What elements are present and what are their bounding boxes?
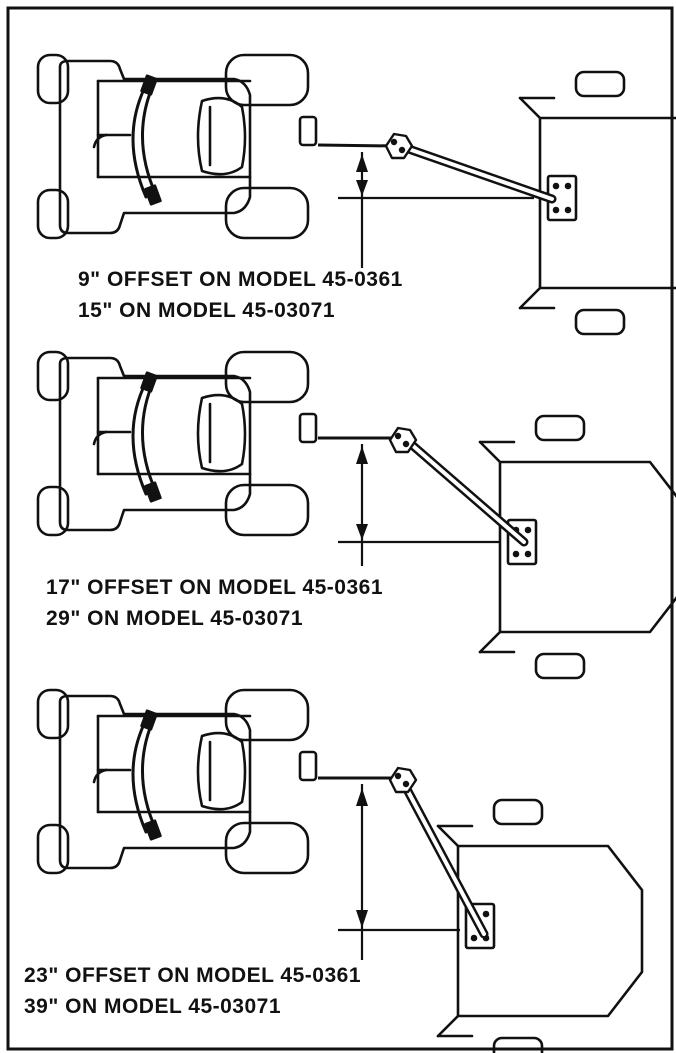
diagram-17in-offset (36, 350, 676, 680)
hitch-drawbar (317, 143, 397, 148)
caption-offset-line: 23" OFFSET ON MODEL 45-0361 (24, 964, 362, 987)
caption-model-line: 15" ON MODEL 45-03071 (78, 299, 336, 322)
trailer-drawing (518, 70, 676, 336)
tractor-drawing (36, 688, 318, 875)
caption-model-line: 29" ON MODEL 45-03071 (46, 607, 304, 630)
tractor-drawing (36, 350, 318, 537)
diagram-23in-offset (36, 688, 644, 1053)
caption-model-line: 39" ON MODEL 45-03071 (24, 995, 282, 1018)
tractor-drawing (36, 53, 318, 240)
trailer-drawing (478, 414, 676, 680)
caption-offset-line: 9" OFFSET ON MODEL 45-0361 (78, 268, 403, 291)
caption-offset-line: 17" OFFSET ON MODEL 45-0361 (46, 576, 384, 599)
border-frame (6, 6, 674, 1051)
trailer-drawing (436, 798, 644, 1053)
diagram-9in-offset (36, 53, 676, 336)
